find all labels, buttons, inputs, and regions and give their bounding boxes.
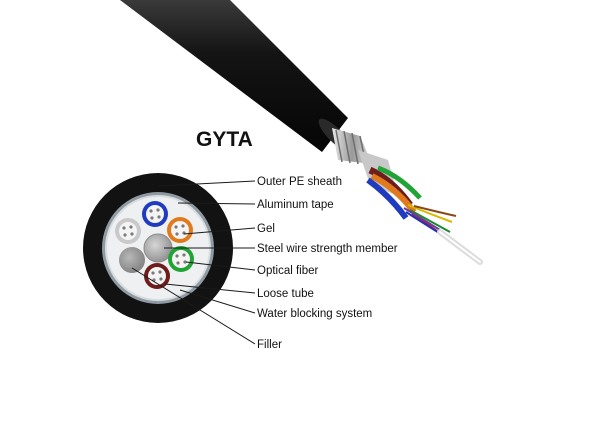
label-gel: Gel [257, 223, 275, 235]
label-outer-pe-sheath: Outer PE sheath [257, 176, 342, 188]
cable-3d-view [120, 0, 483, 265]
leader-lines [131, 180, 256, 345]
cross-section [83, 173, 233, 323]
loose-tube-orange [167, 217, 193, 243]
colored-tubes [366, 165, 422, 220]
loose-tube-green [168, 246, 194, 272]
label-optical-fiber: Optical fiber [257, 265, 319, 277]
loose-tube-white [115, 218, 141, 244]
filler-rod [119, 247, 145, 273]
label-loose-tube: Loose tube [257, 288, 314, 300]
loose-tube-brown [144, 263, 170, 289]
loose-tube-blue [142, 201, 168, 227]
labels: Outer PE sheath Aluminum tape Gel Steel … [257, 176, 398, 351]
label-aluminum-tape: Aluminum tape [257, 199, 334, 211]
label-steel-wire-strength-member: Steel wire strength member [257, 243, 398, 255]
outer-jacket [120, 0, 348, 152]
label-water-blocking-system: Water blocking system [257, 308, 372, 320]
label-filler: Filler [257, 339, 282, 351]
diagram-title: GYTA [196, 128, 253, 151]
